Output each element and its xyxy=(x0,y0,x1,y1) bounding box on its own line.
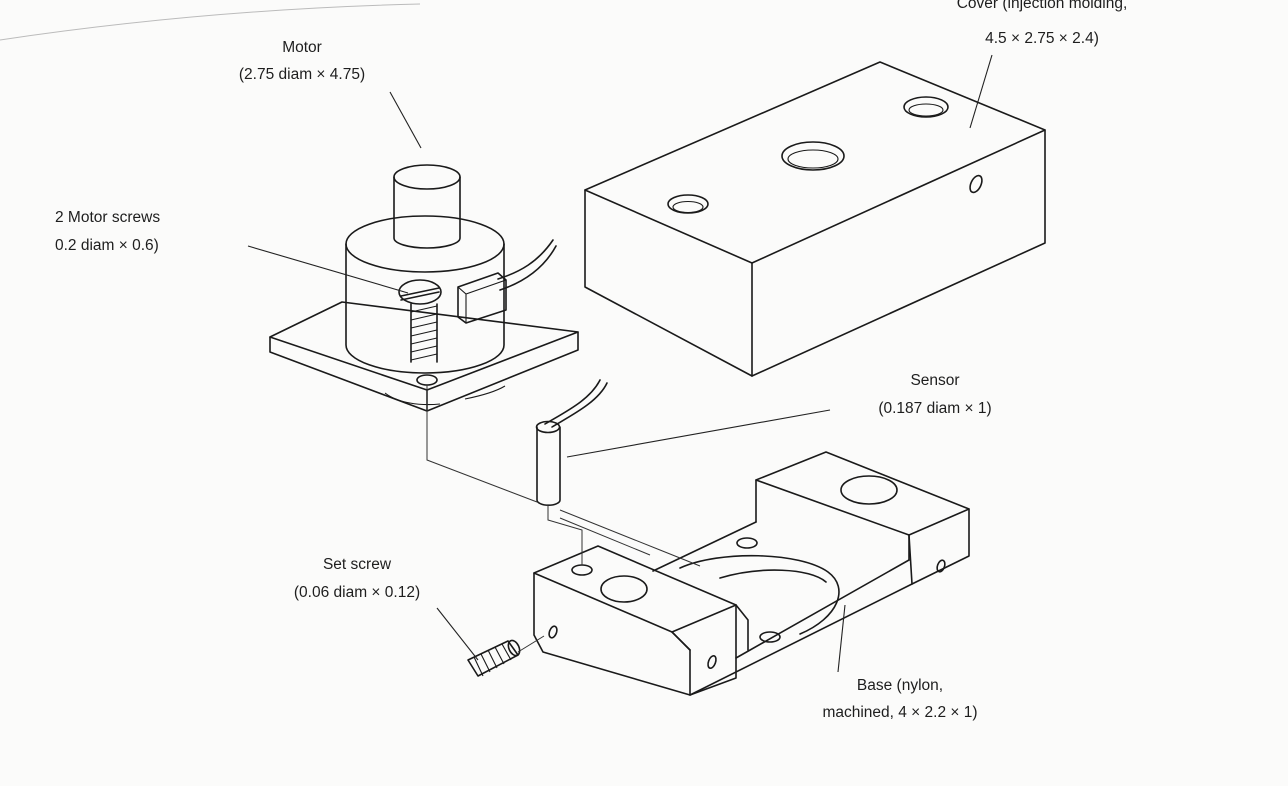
label-set-screw-line2: (0.06 diam × 0.12) xyxy=(294,584,420,601)
motor-plate-side xyxy=(426,331,579,412)
cover-hole-right xyxy=(903,96,949,118)
label-motor-line2: (2.75 diam × 4.75) xyxy=(239,66,365,83)
base-hole-left xyxy=(600,575,648,603)
base-floor-edge xyxy=(652,521,757,572)
sensor-wire xyxy=(544,379,601,425)
scan-artifact xyxy=(0,3,421,41)
leader-set-screw xyxy=(436,607,479,661)
motor-wire xyxy=(497,239,554,280)
label-base-line1: Base (nylon, xyxy=(857,677,943,694)
base-left-block-top xyxy=(533,545,737,633)
cover-part xyxy=(584,61,1046,377)
sensor-body xyxy=(536,426,561,506)
leader-lines xyxy=(247,54,993,673)
motor-connector xyxy=(457,272,507,324)
base-part xyxy=(533,451,970,696)
label-motor-screws-line2: 0.2 diam × 0.6) xyxy=(55,237,159,254)
cover-hole-left xyxy=(667,194,709,214)
motor-shaft xyxy=(393,176,461,249)
leader-cover xyxy=(969,54,993,129)
label-set-screw-line1: Set screw xyxy=(323,556,392,573)
motor-screw-head xyxy=(398,279,442,305)
cover-side-face xyxy=(751,129,1046,377)
motor-body xyxy=(345,243,505,374)
alignment-lines xyxy=(426,385,701,653)
motor-plate-top xyxy=(269,301,579,391)
cover-front-face xyxy=(584,189,753,377)
motor-plate-front xyxy=(269,336,428,412)
leader-motor xyxy=(389,91,422,149)
base-right-block-top xyxy=(755,451,970,536)
base-sensor-hole xyxy=(571,564,593,576)
base-pocket xyxy=(679,554,840,635)
label-base: Base (nylon, machined, 4 × 2.2 × 1) xyxy=(822,677,977,721)
leader-motor-screws xyxy=(247,245,409,294)
base-hole-right xyxy=(840,475,898,505)
label-cover: Cover (injection molding, 4.5 × 2.75 × 2… xyxy=(957,0,1128,47)
label-cover-line1: Cover (injection molding, xyxy=(957,0,1128,12)
label-set-screw: Set screw (0.06 diam × 0.12) xyxy=(294,556,420,601)
label-motor: Motor (2.75 diam × 4.75) xyxy=(239,39,365,83)
motor-part xyxy=(269,164,579,412)
set-screw-part xyxy=(467,639,521,677)
base-left-block-front xyxy=(533,572,691,696)
label-motor-screws-line1: 2 Motor screws xyxy=(55,209,160,226)
cover-top-face xyxy=(584,61,1046,264)
label-base-line2: machined, 4 × 2.2 × 1) xyxy=(822,704,977,721)
label-motor-line1: Motor xyxy=(282,39,322,56)
label-motor-screws: 2 Motor screws 0.2 diam × 0.6) xyxy=(55,209,160,254)
sensor-part xyxy=(535,379,608,506)
cover-side-hole xyxy=(969,174,983,194)
base-right-block-side xyxy=(908,508,970,585)
label-cover-line2: 4.5 × 2.75 × 2.4) xyxy=(985,30,1099,47)
label-sensor: Sensor (0.187 diam × 1) xyxy=(878,372,991,417)
motor-plate-hole xyxy=(416,374,438,386)
motor-body-top xyxy=(345,215,505,273)
motor-shaft-top xyxy=(393,164,461,190)
leader-sensor xyxy=(566,409,831,458)
motor-screw-threads xyxy=(410,303,438,363)
label-sensor-line1: Sensor xyxy=(910,372,959,389)
cover-hole-center xyxy=(781,141,845,171)
leader-base xyxy=(837,604,846,673)
label-sensor-line2: (0.187 diam × 1) xyxy=(878,400,991,417)
